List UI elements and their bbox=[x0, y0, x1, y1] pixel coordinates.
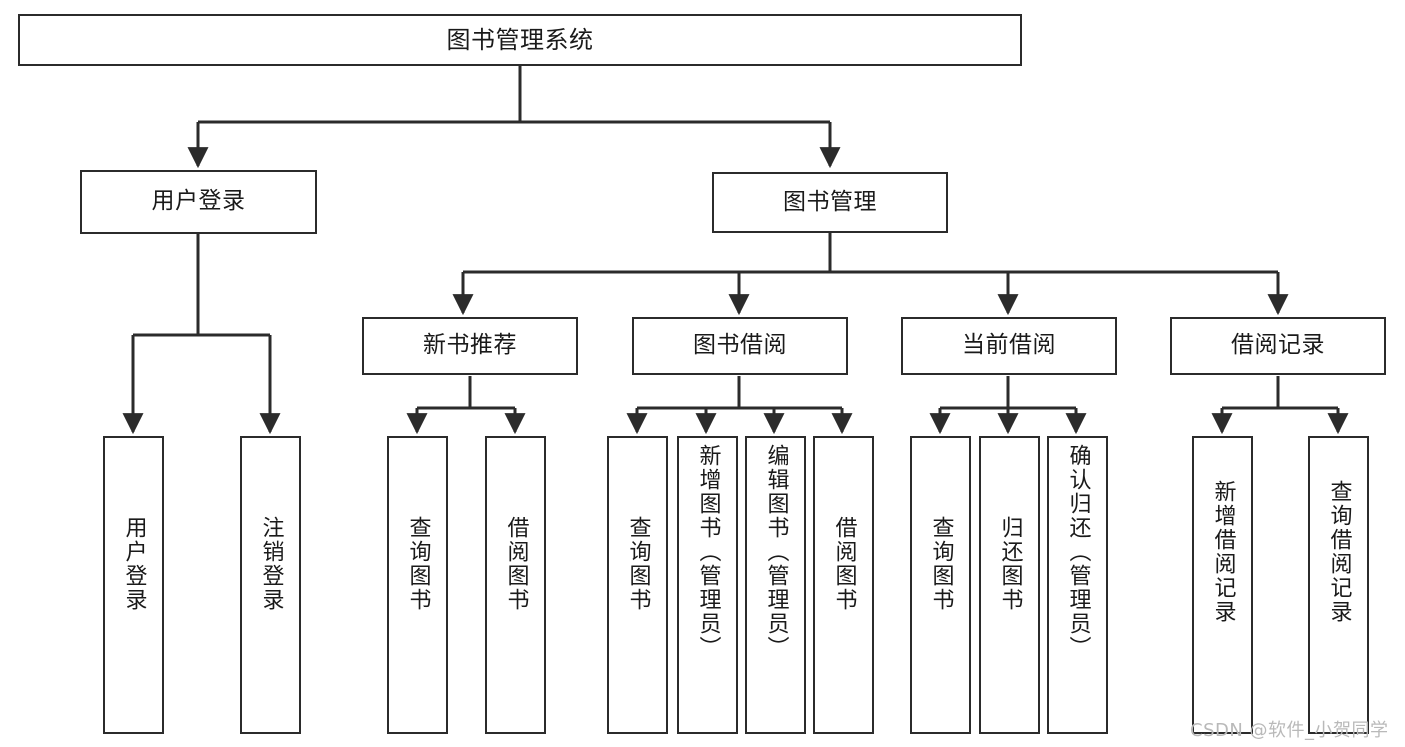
node-leaf-user-login[interactable]: 用户登录 bbox=[103, 436, 164, 734]
node-leaf-query-book-2[interactable]: 查询图书 bbox=[607, 436, 668, 734]
node-new-book-recommend[interactable]: 新书推荐 bbox=[362, 317, 578, 375]
node-leaf-confirm-return[interactable]: 确认归还（管理员） bbox=[1047, 436, 1108, 734]
node-user-login[interactable]: 用户登录 bbox=[80, 170, 317, 234]
node-leaf-query-book-1[interactable]: 查询图书 bbox=[387, 436, 448, 734]
node-leaf-user-login-label: 用户登录 bbox=[121, 516, 147, 612]
node-leaf-edit-book-label: 编辑图书（管理员） bbox=[763, 444, 789, 660]
node-leaf-logout-label: 注销登录 bbox=[258, 516, 284, 612]
node-leaf-logout[interactable]: 注销登录 bbox=[240, 436, 301, 734]
node-leaf-return-book-label: 归还图书 bbox=[997, 516, 1023, 612]
node-current-borrow[interactable]: 当前借阅 bbox=[901, 317, 1117, 375]
node-leaf-query-book-1-label: 查询图书 bbox=[405, 516, 431, 612]
node-leaf-query-book-2-label: 查询图书 bbox=[625, 516, 651, 612]
node-root-system-label: 图书管理系统 bbox=[446, 25, 594, 54]
node-book-management-label: 图书管理 bbox=[783, 188, 877, 215]
node-leaf-borrow-book-2-label: 借阅图书 bbox=[831, 516, 857, 612]
node-leaf-add-book-label: 新增图书（管理员） bbox=[695, 444, 721, 660]
node-leaf-query-record[interactable]: 查询借阅记录 bbox=[1308, 436, 1369, 734]
node-user-login-label: 用户登录 bbox=[151, 188, 246, 215]
node-borrow-record[interactable]: 借阅记录 bbox=[1170, 317, 1386, 375]
node-book-management[interactable]: 图书管理 bbox=[712, 172, 948, 233]
node-book-borrow[interactable]: 图书借阅 bbox=[632, 317, 848, 375]
node-leaf-add-book[interactable]: 新增图书（管理员） bbox=[677, 436, 738, 734]
node-book-borrow-label: 图书借阅 bbox=[693, 332, 787, 359]
node-leaf-borrow-book-1[interactable]: 借阅图书 bbox=[485, 436, 546, 734]
node-leaf-add-record-label: 新增借阅记录 bbox=[1210, 480, 1236, 624]
node-leaf-query-book-3-label: 查询图书 bbox=[928, 516, 954, 612]
node-current-borrow-label: 当前借阅 bbox=[962, 332, 1056, 359]
node-leaf-add-record[interactable]: 新增借阅记录 bbox=[1192, 436, 1253, 734]
node-borrow-record-label: 借阅记录 bbox=[1231, 332, 1325, 359]
node-new-book-recommend-label: 新书推荐 bbox=[423, 332, 517, 359]
node-leaf-borrow-book-2[interactable]: 借阅图书 bbox=[813, 436, 874, 734]
node-root-system[interactable]: 图书管理系统 bbox=[18, 14, 1022, 66]
node-leaf-confirm-return-label: 确认归还（管理员） bbox=[1065, 444, 1091, 660]
node-leaf-query-book-3[interactable]: 查询图书 bbox=[910, 436, 971, 734]
node-leaf-borrow-book-1-label: 借阅图书 bbox=[503, 516, 529, 612]
node-leaf-edit-book[interactable]: 编辑图书（管理员） bbox=[745, 436, 806, 734]
node-leaf-return-book[interactable]: 归还图书 bbox=[979, 436, 1040, 734]
node-leaf-query-record-label: 查询借阅记录 bbox=[1326, 480, 1352, 624]
